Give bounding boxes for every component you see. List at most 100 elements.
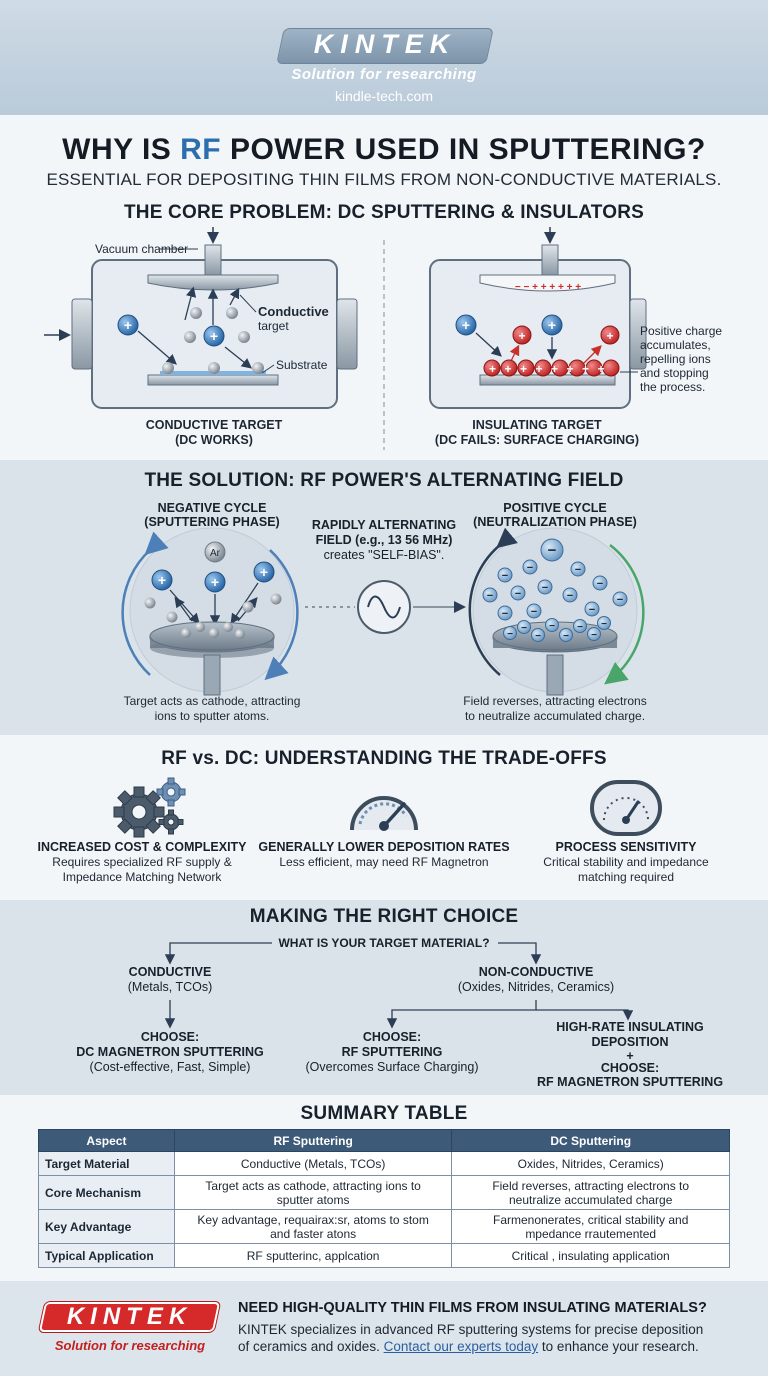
- rf-sputtering-method: RF SPUTTERING: [341, 1045, 443, 1059]
- svg-text:NEGATIVE CYCLE: NEGATIVE CYCLE: [158, 501, 267, 515]
- svg-text:Substrate: Substrate: [276, 358, 328, 372]
- svg-text:+: +: [158, 572, 166, 588]
- svg-text:−: −: [521, 623, 527, 634]
- svg-text:creates "SELF-BIAS".: creates "SELF-BIAS".: [324, 548, 445, 562]
- svg-text:−: −: [487, 590, 493, 602]
- target-material-question: WHAT IS YOUR TARGET MATERIAL?: [278, 936, 490, 950]
- header-aspect: Aspect: [38, 1129, 175, 1152]
- svg-text:INSULATING TARGET: INSULATING TARGET: [472, 418, 602, 432]
- tradeoff-sensitivity-title: PROCESS SENSITIVITY: [555, 840, 697, 854]
- kintek-logo: KINTEK: [313, 29, 457, 59]
- svg-text:−: −: [515, 588, 521, 600]
- svg-text:−: −: [531, 606, 537, 618]
- svg-text:+: +: [124, 317, 132, 333]
- svg-text:−: −: [575, 564, 581, 576]
- tradeoff-rate-desc-1: Less efficient, may need RF Magnetron: [279, 855, 489, 869]
- page-subtitle: ESSENTIAL FOR DEPOSITING THIN FILMS FROM…: [46, 170, 722, 189]
- svg-text:−: −: [527, 562, 533, 574]
- positive-charge-layer: ++++++++: [483, 359, 620, 377]
- svg-text:−: −: [548, 542, 557, 559]
- gauge-icon: [590, 780, 662, 836]
- svg-text:+: +: [548, 317, 556, 333]
- problem-diagram: + + Vacuum chamber Conductive target Sub…: [44, 227, 722, 450]
- svg-text:−: −: [507, 629, 513, 640]
- table-header-row: Aspect RF Sputtering DC Sputtering: [38, 1129, 730, 1152]
- svg-text:−: −: [597, 578, 603, 590]
- svg-text:and stopping: and stopping: [640, 366, 709, 380]
- svg-text:+: +: [211, 574, 219, 590]
- row-aspect: Key Advantage: [38, 1209, 175, 1244]
- dc-magnetron-method: DC MAGNETRON SPUTTERING: [76, 1045, 264, 1059]
- svg-text:ions to sputter atoms.: ions to sputter atoms.: [155, 709, 270, 723]
- svg-text:repelling ions: repelling ions: [640, 352, 711, 366]
- tradeoff-cost-desc-1: Requires specialized RF supply &: [52, 855, 232, 869]
- svg-text:−: −: [567, 590, 573, 602]
- header-rf: RF Sputtering: [173, 1129, 453, 1152]
- svg-text:the process.: the process.: [640, 380, 705, 394]
- contact-experts-link[interactable]: Contact our experts today: [383, 1339, 539, 1354]
- electron-layer: − − − − − − − −: [503, 616, 611, 642]
- svg-text:−: −: [563, 631, 569, 642]
- row-rf-cell: Key advantage, requairax:sr, atoms to st…: [173, 1209, 453, 1244]
- svg-text:+: +: [462, 317, 470, 333]
- nonconductive-branch: NON-CONDUCTIVE: [478, 965, 594, 979]
- choice-title: MAKING THE RIGHT CHOICE: [249, 906, 519, 927]
- footer-headline: NEED HIGH-QUALITY THIN FILMS FROM INSULA…: [238, 1300, 707, 1316]
- svg-text:−: −: [549, 621, 555, 632]
- svg-text:(DC FAILS: SURFACE CHARGING): (DC FAILS: SURFACE CHARGING): [435, 433, 639, 447]
- negative-cycle-graphic: Ar + + +: [121, 527, 299, 696]
- svg-text:(NEUTRALIZATION PHASE): (NEUTRALIZATION PHASE): [473, 515, 637, 529]
- svg-text:(DC WORKS): (DC WORKS): [175, 433, 253, 447]
- high-rate-label-1: HIGH-RATE INSULATING: [556, 1020, 704, 1034]
- svg-text:−: −: [577, 622, 583, 633]
- svg-text:(SPUTTERING PHASE): (SPUTTERING PHASE): [144, 515, 279, 529]
- svg-text:to neutralize accumulated char: to neutralize accumulated charge.: [465, 709, 645, 723]
- high-rate-label-2: DEPOSITION: [591, 1035, 669, 1049]
- svg-text:+: +: [606, 329, 613, 343]
- svg-text:− − + + + + + +: − − + + + + + +: [515, 282, 581, 293]
- svg-text:Field reverses, attracting ele: Field reverses, attracting electrons: [463, 694, 646, 708]
- svg-text:POSITIVE CYCLE: POSITIVE CYCLE: [503, 501, 607, 515]
- svg-text:−: −: [502, 608, 508, 620]
- gears-icon: [113, 777, 186, 838]
- svg-text:Vacuum chamber: Vacuum chamber: [95, 242, 188, 256]
- svg-text:−: −: [601, 619, 607, 630]
- svg-text:Conductive: Conductive: [258, 304, 329, 319]
- nonconductive-branch-sub: (Oxides, Nitrides, Ceramics): [457, 980, 615, 994]
- conductive-chamber: + + Vacuum chamber Conductive target Sub…: [44, 227, 358, 409]
- choice-section: [0, 900, 768, 1095]
- svg-text:−: −: [591, 630, 597, 641]
- rf-sputtering-note: (Overcomes Surface Charging): [305, 1060, 479, 1074]
- svg-text:FIELD (e.g., 13 56 MHz): FIELD (e.g., 13 56 MHz): [316, 533, 453, 547]
- logo-tagline: Solution for researching: [291, 66, 477, 83]
- svg-text:Target acts as cathode, attrac: Target acts as cathode, attracting: [124, 694, 301, 708]
- svg-text:−: −: [589, 604, 595, 616]
- site-url[interactable]: kindle-tech.com: [334, 88, 434, 104]
- header-dc: DC Sputtering: [451, 1129, 730, 1152]
- svg-text:−: −: [502, 570, 508, 582]
- svg-text:−: −: [542, 582, 548, 594]
- tradeoff-cost-title: INCREASED COST & COMPLEXITY: [37, 840, 247, 854]
- footer-body: KINTEK specializes in advanced RF sputte…: [238, 1322, 704, 1354]
- dc-magnetron-note: (Cost-effective, Fast, Simple): [89, 1060, 251, 1074]
- svg-text:Ar: Ar: [210, 548, 221, 559]
- solution-title: THE SOLUTION: RF POWER'S ALTERNATING FIE…: [144, 470, 624, 491]
- tradeoff-sensitivity-desc-1: Critical stability and impedance: [543, 855, 709, 869]
- tradeoffs-title: RF vs. DC: UNDERSTANDING THE TRADE-OFFS: [161, 748, 607, 769]
- svg-text:+: +: [260, 564, 268, 580]
- conductive-branch-sub: (Metals, TCOs): [127, 980, 213, 994]
- summary-table: Aspect RF Sputtering DC Sputtering Targe…: [38, 1129, 730, 1268]
- row-rf-cell: Conductive (Metals, TCOs): [173, 1151, 453, 1176]
- row-aspect: Core Mechanism: [38, 1175, 175, 1210]
- tradeoff-sensitivity-desc-2: matching required: [577, 870, 675, 884]
- svg-text:+: +: [518, 329, 525, 343]
- solution-diagram: NEGATIVE CYCLE (SPUTTERING PHASE) POSITI…: [121, 501, 647, 723]
- tradeoff-cost-desc-2: Impedance Matching Network: [62, 870, 222, 884]
- rf-magnetron-method: RF MAGNETRON SPUTTERING: [536, 1075, 724, 1089]
- table-row: Typical Application RF sputterinc, applc…: [38, 1243, 730, 1268]
- rf-choose-label: CHOOSE:: [362, 1030, 422, 1044]
- row-dc-cell: Oxides, Nitrides, Ceramics): [451, 1151, 730, 1176]
- row-aspect: Typical Application: [38, 1243, 175, 1268]
